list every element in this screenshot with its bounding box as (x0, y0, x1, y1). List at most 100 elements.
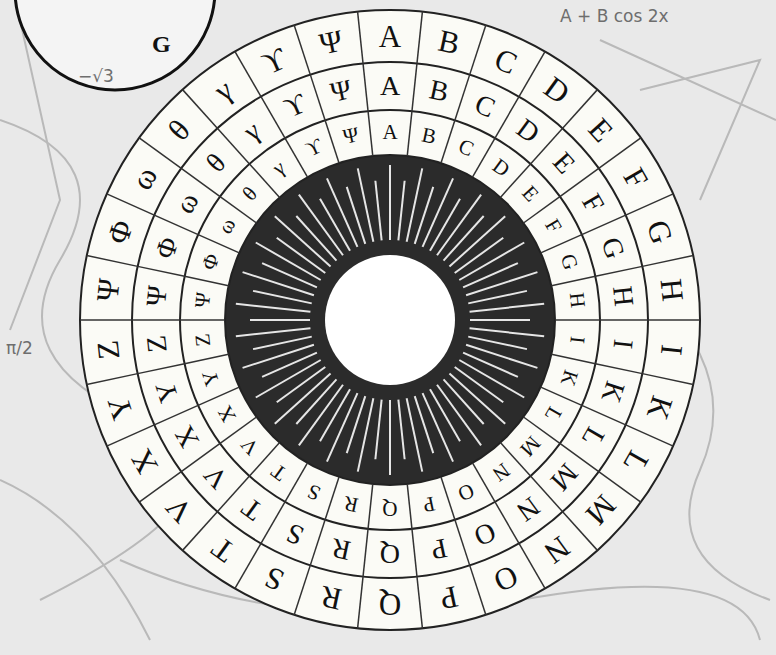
cell-divider (368, 111, 373, 156)
cell-divider (417, 577, 422, 629)
cell-divider (198, 235, 239, 253)
cell-divider (582, 405, 626, 425)
cipher-letter: Q (382, 498, 397, 519)
cell-divider (294, 25, 310, 74)
cell-divider (87, 256, 138, 267)
cell-divider (642, 374, 693, 385)
cipher-letter: A (379, 21, 401, 52)
cipher-letter: A (382, 122, 397, 143)
cell-divider (519, 52, 545, 97)
disk-spoke (466, 345, 537, 368)
disk-spoke (470, 328, 545, 336)
cipher-letter: Z (192, 332, 214, 347)
cell-divider (417, 12, 422, 64)
cell-divider (599, 138, 641, 169)
cell-divider (626, 194, 674, 215)
cell-divider (139, 138, 181, 169)
disk-spoke (468, 291, 527, 303)
cell-divider (407, 484, 412, 529)
disk-spoke (398, 181, 404, 241)
cell-divider (183, 512, 218, 551)
cell-divider (541, 235, 582, 253)
cell-divider (519, 543, 545, 588)
cell-divider (310, 75, 325, 121)
cell-divider (626, 425, 674, 446)
cell-divider (235, 543, 261, 588)
cipher-letter: Ψ (341, 124, 361, 148)
cell-divider (185, 354, 229, 363)
disk-spoke (398, 400, 404, 460)
cell-divider (441, 477, 455, 520)
cell-divider (582, 215, 626, 235)
cipher-letter: Ψ (142, 284, 172, 307)
cell-divider (138, 364, 185, 374)
cipher-letter: H (608, 284, 638, 307)
cell-divider (87, 374, 138, 385)
cell-divider (132, 319, 180, 321)
disk-spoke (463, 263, 518, 287)
cell-divider (412, 529, 417, 577)
cell-divider (470, 565, 486, 614)
cell-divider (642, 256, 693, 267)
disk-spoke (375, 400, 381, 460)
cell-divider (261, 502, 285, 544)
cell-divider (325, 477, 339, 520)
cell-divider (363, 63, 368, 111)
cell-divider (551, 276, 595, 285)
disk-spoke (470, 304, 545, 312)
cell-divider (235, 52, 261, 97)
cell-divider (107, 194, 155, 215)
cell-divider (412, 63, 417, 111)
cell-divider (563, 90, 598, 129)
disk-spoke (262, 353, 317, 377)
disk-spoke (250, 319, 310, 321)
disk-spoke (389, 400, 391, 475)
cell-divider (325, 120, 339, 163)
disk-spoke (437, 385, 481, 446)
cipher-letter: A (380, 72, 400, 100)
cell-divider (470, 25, 486, 74)
cell-divider (358, 577, 363, 629)
cell-divider (261, 97, 285, 139)
background-note: A + B cos 2x (560, 8, 669, 25)
disk-spoke (299, 195, 343, 256)
cell-divider (310, 520, 325, 566)
cell-divider (154, 215, 198, 235)
cell-divider (183, 90, 218, 129)
disk-spoke (243, 272, 314, 295)
disk-spoke (389, 165, 391, 240)
disk-spoke (253, 337, 312, 349)
cell-divider (541, 387, 582, 405)
disk-spoke (236, 328, 311, 336)
cipher-letter: Z (91, 339, 124, 361)
cell-divider (551, 354, 595, 363)
disk-spoke (470, 319, 530, 321)
disk-spoke (415, 187, 434, 244)
cell-divider (600, 319, 648, 321)
cipher-letter: Q (380, 540, 400, 568)
disk-spoke (430, 389, 460, 441)
cell-divider (363, 529, 368, 577)
disk-spoke (327, 178, 358, 247)
disk-spoke (463, 353, 518, 377)
cell-divider (407, 111, 412, 156)
cell-divider (595, 364, 642, 374)
background-note: π/2 (6, 340, 33, 357)
cipher-letter: Q (379, 589, 401, 620)
cell-divider (455, 520, 470, 566)
cipher-letter: Ψ (91, 277, 124, 303)
disk-spoke (236, 304, 311, 312)
cipher-letter: Ψ (192, 292, 215, 310)
figure-letter: G (152, 32, 171, 56)
disk-spoke (262, 263, 317, 287)
cipher-letter: Z (142, 334, 172, 354)
cell-divider (138, 266, 185, 276)
cell-divider (358, 12, 363, 64)
background-note: −√3 (78, 68, 114, 85)
cell-divider (555, 319, 600, 321)
cell-divider (441, 120, 455, 163)
disk-spoke (423, 393, 454, 462)
cipher-letter: H (656, 278, 689, 304)
cipher-letter: H (566, 292, 588, 309)
cell-divider (180, 319, 225, 321)
